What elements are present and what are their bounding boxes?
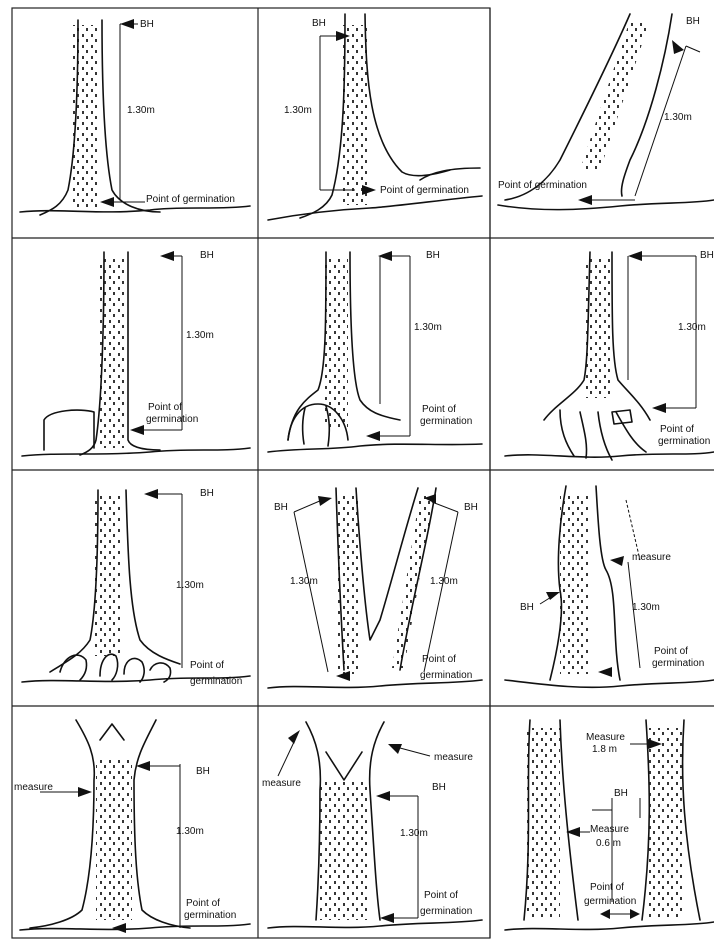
bh-label: BH [196,766,210,777]
bh-label: BH [200,250,214,261]
germination-label: Point of germination [146,194,235,205]
germination-label-line2: germination [658,436,710,447]
measure-label: measure [632,552,671,563]
height-label: 1.30m [284,105,312,116]
germination-label: Point of germination [380,185,469,196]
germination-label-line2: germination [652,658,704,669]
germination-label-line2: germination [584,896,636,907]
height-label: 1.30m [400,828,428,839]
germination-label-line2: germination [190,676,242,687]
germination-label-line2: germination [420,416,472,427]
panel-tree-with-swelling: measure BH 1.30m Point of germination [505,486,714,687]
panel-leaning-tree: BH 1.30m Point of germination [498,14,714,210]
measure-label: measure [14,782,53,793]
germination-label-line1: Point of [422,404,456,415]
germination-label-line1: Point of [148,402,182,413]
measure-top-label-line1: Measure [586,732,625,743]
bh-label: BH [614,788,628,799]
panel-twin-trees: Measure 1.8 m BH Measure 0.6 m Point of … [505,720,714,930]
bh-label: BH [520,602,534,613]
germination-label-line2: germination [146,414,198,425]
height-left-label: 1.30m [290,576,318,587]
measure-left-label: measure [262,778,301,789]
panel-forked-below-bh: BH BH 1.30m 1.30m Point of germination [268,488,482,688]
panel-forked-near-bh: measure measure BH 1.30m Point of germin… [262,722,482,928]
bh-label: BH [426,250,440,261]
panel-leaning-uphill: BH 1.30m Point of germination [268,14,482,220]
height-label: 1.30m [632,602,660,613]
germination-label-line1: Point of [190,660,224,671]
germination-label-line1: Point of [424,890,458,901]
germination-label-line1: Point of [654,646,688,657]
bh-label: BH [432,782,446,793]
height-label: 1.30m [664,112,692,123]
germination-label-line1: Point of [186,898,220,909]
bh-label: BH [312,18,326,29]
panel-tree-on-stilt-roots: BH 1.30m Point of germination [505,250,714,460]
panel-forked-above-bh: measure BH 1.30m Point of germination [14,720,250,933]
germination-label-line2: germination [184,910,236,921]
measure-right-label: measure [434,752,473,763]
panel-tree-with-roots: BH 1.30m Point of germination [22,488,250,687]
height-label: 1.30m [176,826,204,837]
height-label: 1.30m [186,330,214,341]
height-label: 1.30m [414,322,442,333]
panel-straight-tree: BH 1.30m Point of germination [20,19,250,215]
bh-label: BH [200,488,214,499]
germination-label-line2: germination [420,906,472,917]
bh-label: BH [700,250,714,261]
measure-mid-label-line1: Measure [590,824,629,835]
panel-tree-beside-stump: BH 1.30m Point of germination [22,250,250,456]
bh-label: BH [140,19,154,30]
germination-label-line1: Point of [422,654,456,665]
bh-right-label: BH [464,502,478,513]
bh-label: BH [686,16,700,27]
height-label: 1.30m [176,580,204,591]
height-label: 1.30m [678,322,706,333]
bh-left-label: BH [274,502,288,513]
germination-label-line1: Point of [660,424,694,435]
germination-label-line1: Point of [590,882,624,893]
panel-tree-on-buttress: BH 1.30m Point of germination [268,250,482,452]
measure-mid-label-line2: 0.6 m [596,838,621,849]
height-right-label: 1.30m [430,576,458,587]
height-label: 1.30m [127,105,155,116]
measure-top-label-line2: 1.8 m [592,744,617,755]
germination-label: Point of germination [498,180,587,191]
germination-label-line2: germination [420,670,472,681]
